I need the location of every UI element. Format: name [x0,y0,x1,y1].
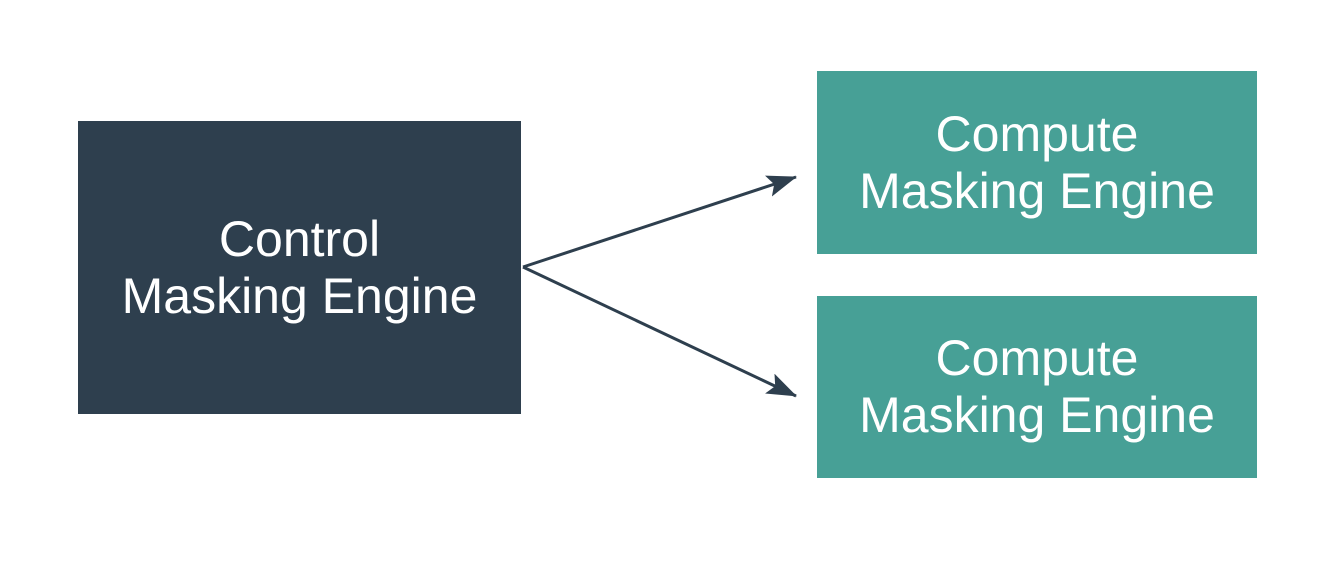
node-control-masking-engine: Control Masking Engine [78,121,521,414]
arrow-control-to-compute-1 [522,175,797,269]
node-label-line: Compute [935,105,1139,162]
node-compute-masking-engine-1: Compute Masking Engine [817,71,1257,254]
node-compute-masking-engine-2: Compute Masking Engine [817,296,1257,478]
node-label-line: Masking Engine [859,387,1215,443]
node-label-line: Control [218,210,381,267]
arrow-control-to-compute-2 [522,265,797,398]
node-label-line: Masking Engine [121,267,478,324]
node-label-line: Masking Engine [859,162,1215,219]
node-label-line: Compute [935,330,1139,386]
